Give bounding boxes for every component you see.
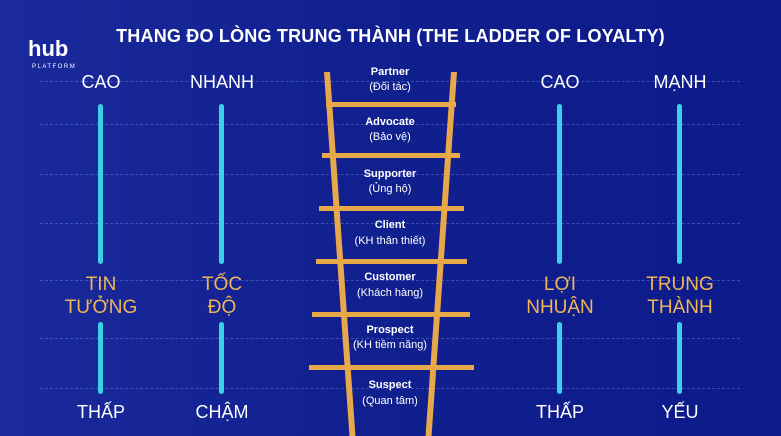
guide-line	[40, 223, 740, 224]
page-title: THANG ĐO LÒNG TRUNG THÀNH (THE LADDER OF…	[116, 26, 665, 46]
ladder-step-prospect: Prospect	[366, 324, 414, 336]
ladder-step-customer-sub: (Khách hàng)	[356, 287, 424, 299]
loyalty-axis-bar-lower	[677, 322, 682, 394]
ladder-rung	[326, 102, 456, 107]
profit-axis-bottom-label: THẤP	[535, 402, 584, 422]
ladder-step-suspect: Suspect	[368, 379, 412, 391]
ladder-step-advocate: Advocate	[365, 116, 415, 128]
trust-axis-bar-upper	[98, 104, 103, 264]
ladder-step-partner-sub: (Đối tác)	[369, 81, 411, 93]
ladder-rung	[309, 365, 474, 370]
profit-axis-label: LỢI NHUẬN	[526, 274, 594, 318]
trust-axis-bar-lower	[98, 322, 103, 394]
ladder-rung	[322, 153, 460, 158]
speed-axis-bar-upper	[219, 104, 224, 264]
ladder-step-client-sub: (KH thân thiết)	[354, 235, 426, 247]
ladder-rung	[319, 206, 464, 211]
hub-platform-logo: hub PLATFORM	[28, 36, 84, 76]
loyalty-axis-top-label: MẠNH	[653, 72, 707, 92]
ladder-step-supporter-sub: (Ủng hộ)	[368, 183, 412, 195]
profit-axis-bar-upper	[557, 104, 562, 264]
ladder-step-supporter: Supporter	[363, 168, 417, 180]
loyalty-axis-label: TRUNG THÀNH	[646, 274, 714, 318]
ladder-rung	[316, 259, 467, 264]
ladder-rung	[312, 312, 470, 317]
trust-axis-label: TIN TƯỞNG	[64, 274, 138, 318]
profit-axis-top-label: CAO	[540, 72, 580, 92]
guide-line	[40, 388, 740, 389]
loyalty-axis-bar-upper	[677, 104, 682, 264]
speed-axis-bottom-label: CHẬM	[195, 402, 249, 422]
ladder-step-prospect-sub: (KH tiềm năng)	[353, 339, 427, 351]
profit-axis-bar-lower	[557, 322, 562, 394]
trust-axis-top-label: CAO	[81, 72, 121, 92]
speed-axis-label: TỐC ĐỘ	[201, 274, 243, 318]
guide-line	[40, 338, 740, 339]
logo-subtext: PLATFORM	[32, 64, 77, 70]
speed-axis-bar-lower	[219, 322, 224, 394]
logo-text: hub	[28, 36, 69, 61]
speed-axis-top-label: NHANH	[189, 72, 254, 92]
guide-line	[40, 81, 740, 82]
ladder-step-suspect-sub: (Quan tâm)	[362, 395, 418, 407]
trust-axis-bottom-label: THẤP	[76, 402, 125, 422]
guide-line	[40, 124, 740, 125]
loyalty-axis-bottom-label: YẾU	[661, 402, 699, 422]
ladder-step-partner: Partner	[370, 66, 410, 78]
ladder-step-customer: Customer	[364, 271, 416, 283]
guide-line	[40, 174, 740, 175]
guide-line	[40, 280, 740, 281]
ladder-step-advocate-sub: (Bảo vệ)	[369, 131, 411, 143]
ladder-step-client: Client	[374, 219, 406, 231]
